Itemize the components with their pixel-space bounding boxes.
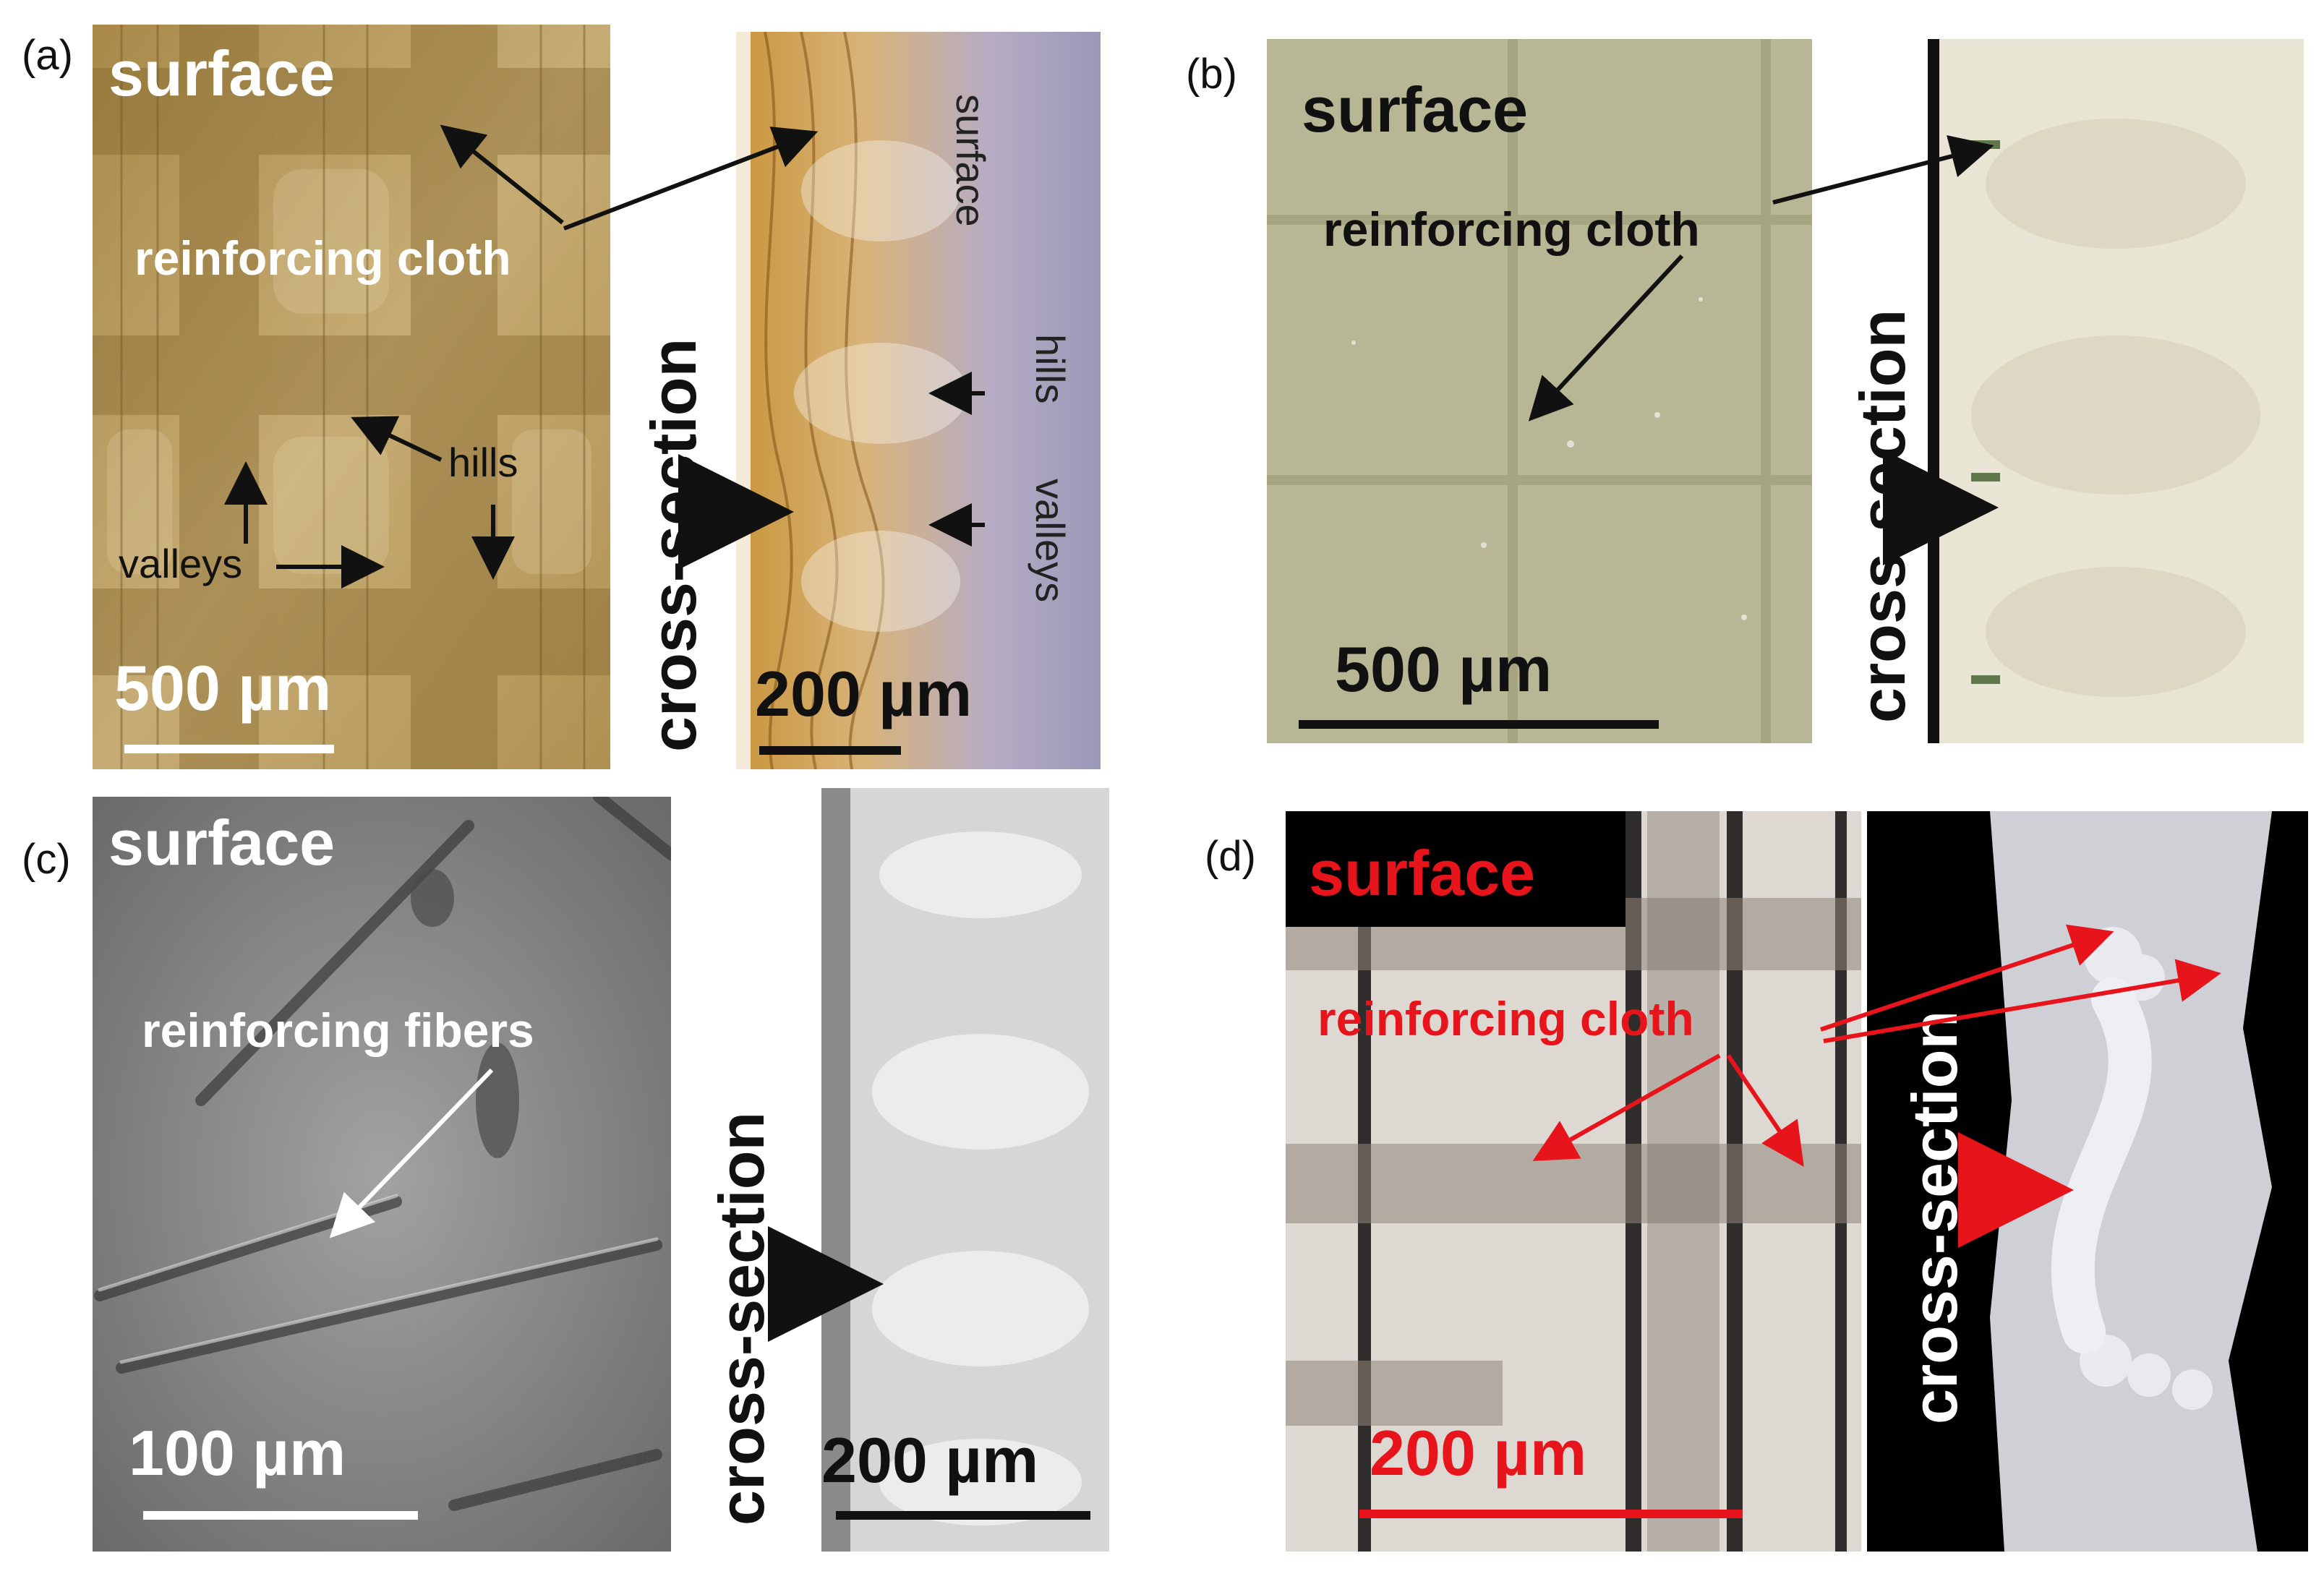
panel-a-cs-hills-label: hills [1028, 334, 1073, 404]
panel-d-scale-surface: 200 µm [1370, 1417, 1587, 1489]
panel-b-surface-label: surface [1302, 74, 1529, 145]
panel-a-cs-valleys-label: valleys [1028, 479, 1073, 603]
panel-a-scale-cs: 200 µm [755, 658, 973, 729]
panel-a-surface-label: surface [108, 38, 336, 109]
panel-b-cross-section-label: cross-section [1847, 309, 1918, 723]
panel-a-cross-section-image [736, 32, 1101, 769]
panel-d-letter: (d) [1205, 833, 1256, 880]
panel-a-cs-surface-label: surface [948, 94, 994, 227]
panel-a-reinforcing-label: reinforcing cloth [134, 231, 511, 285]
panel-d-scale-bar-surface [1359, 1510, 1743, 1518]
panel-a-scale-bar-surface [124, 745, 334, 753]
panel-c-scale-surface: 100 µm [129, 1417, 346, 1489]
panel-c-scale-cs: 200 µm [821, 1424, 1039, 1496]
panel-c-scale-bar-cs [836, 1511, 1090, 1520]
panel-a-hills-label: hills [448, 440, 518, 485]
panel-d-surface-label: surface [1309, 837, 1536, 909]
panel-b-letter: (b) [1186, 51, 1237, 98]
panel-c-scale-bar-surface [143, 1511, 418, 1520]
panel-c-surface-label: surface [108, 807, 336, 878]
panel-b-reinforcing-label: reinforcing cloth [1323, 202, 1700, 256]
panel-c-cross-section-label: cross-section [706, 1111, 777, 1525]
panel-d-reinforcing-label: reinforcing cloth [1317, 992, 1694, 1045]
panel-a-cross-section-label: cross-section [638, 338, 709, 752]
panel-b-scale-surface: 500 µm [1335, 633, 1552, 705]
panel-c-reinforcing-label: reinforcing fibers [142, 1004, 534, 1057]
panel-d-cross-section-label: cross-section [1899, 1010, 1970, 1424]
panel-a-letter: (a) [22, 32, 73, 79]
panel-a-scale-surface: 500 µm [114, 652, 332, 724]
panel-b-scale-bar-surface [1299, 720, 1659, 729]
panel-c-cross-section-image [821, 788, 1109, 1552]
panel-a-valleys-label: valleys [119, 541, 243, 586]
panel-b-cross-section-image [1928, 39, 2304, 743]
panel-a-scale-bar-cs [759, 746, 901, 755]
panel-c-letter: (c) [22, 836, 71, 883]
